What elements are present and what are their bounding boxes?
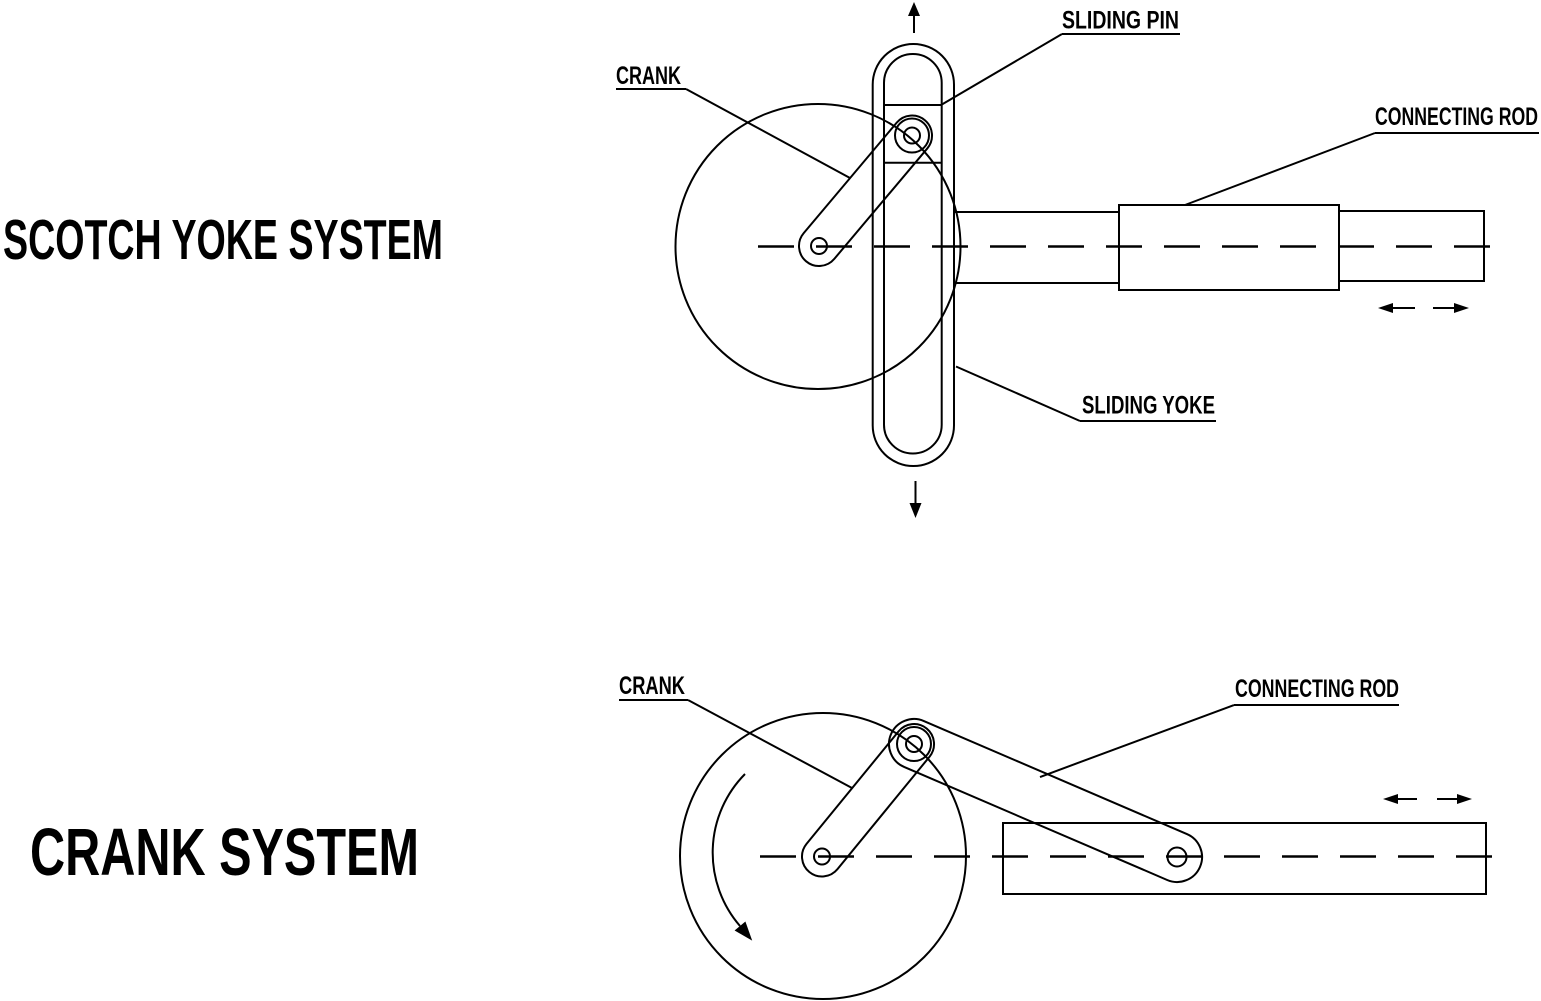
- label-sliding-yoke: SLIDING YOKE: [955, 365, 1216, 422]
- crank-label-leader: [687, 699, 853, 789]
- sliding-pin-label-text: SLIDING PIN: [1062, 7, 1179, 35]
- crank-arm: [798, 114, 934, 267]
- sliding-pin-boss: [894, 117, 930, 154]
- sliding-block: [884, 104, 942, 164]
- connecting-rod-label-leader: [1184, 132, 1376, 206]
- connecting-rod-label-text: CONNECTING ROD: [1375, 103, 1538, 131]
- crank-pin-boss: [896, 726, 932, 762]
- rod-shaft-left: [953, 211, 1120, 284]
- crank-label-text: CRANK: [616, 62, 681, 90]
- left-right-arrows-icon: [1378, 303, 1469, 313]
- label-connecting-rod: CONNECTING ROD: [1184, 103, 1539, 206]
- crank-label-text: CRANK: [619, 672, 685, 700]
- label-connecting-rod: CONNECTING ROD: [1039, 675, 1399, 778]
- piston-body: [1002, 822, 1487, 895]
- scotch-yoke-title: SCOTCH YOKE SYSTEM: [3, 208, 443, 272]
- connecting-rod-label-text: CONNECTING ROD: [1235, 675, 1399, 703]
- label-crank: CRANK: [616, 62, 851, 179]
- label-sliding-pin: SLIDING PIN: [940, 7, 1180, 106]
- crank-arm: [801, 723, 936, 878]
- crank-arm-outline: [798, 114, 934, 267]
- crank-diagram: CRANK SYSTEM: [30, 672, 1504, 1000]
- crank-arm-outline: [801, 723, 936, 878]
- scotch-yoke-diagram: SCOTCH YOKE SYSTEM: [3, 2, 1539, 518]
- yoke-slot: [883, 53, 943, 455]
- crank-pin-hole: [905, 735, 923, 753]
- crank-label-leader: [685, 88, 851, 179]
- down-arrow-icon: [909, 481, 922, 518]
- connecting-rod-label-leader: [1039, 704, 1235, 778]
- sliding-yoke-label-text: SLIDING YOKE: [1082, 392, 1215, 420]
- crank-system-title: CRANK SYSTEM: [30, 815, 419, 890]
- sliding-yoke-label-leader: [955, 365, 1081, 422]
- sliding-pin-hole: [903, 126, 921, 145]
- up-arrow-icon: [908, 2, 920, 33]
- label-crank: CRANK: [619, 672, 853, 789]
- rotation-arrow-icon: [711, 773, 753, 941]
- sliding-pin-label-leader: [940, 33, 1063, 106]
- left-right-arrows-icon: [1383, 794, 1472, 804]
